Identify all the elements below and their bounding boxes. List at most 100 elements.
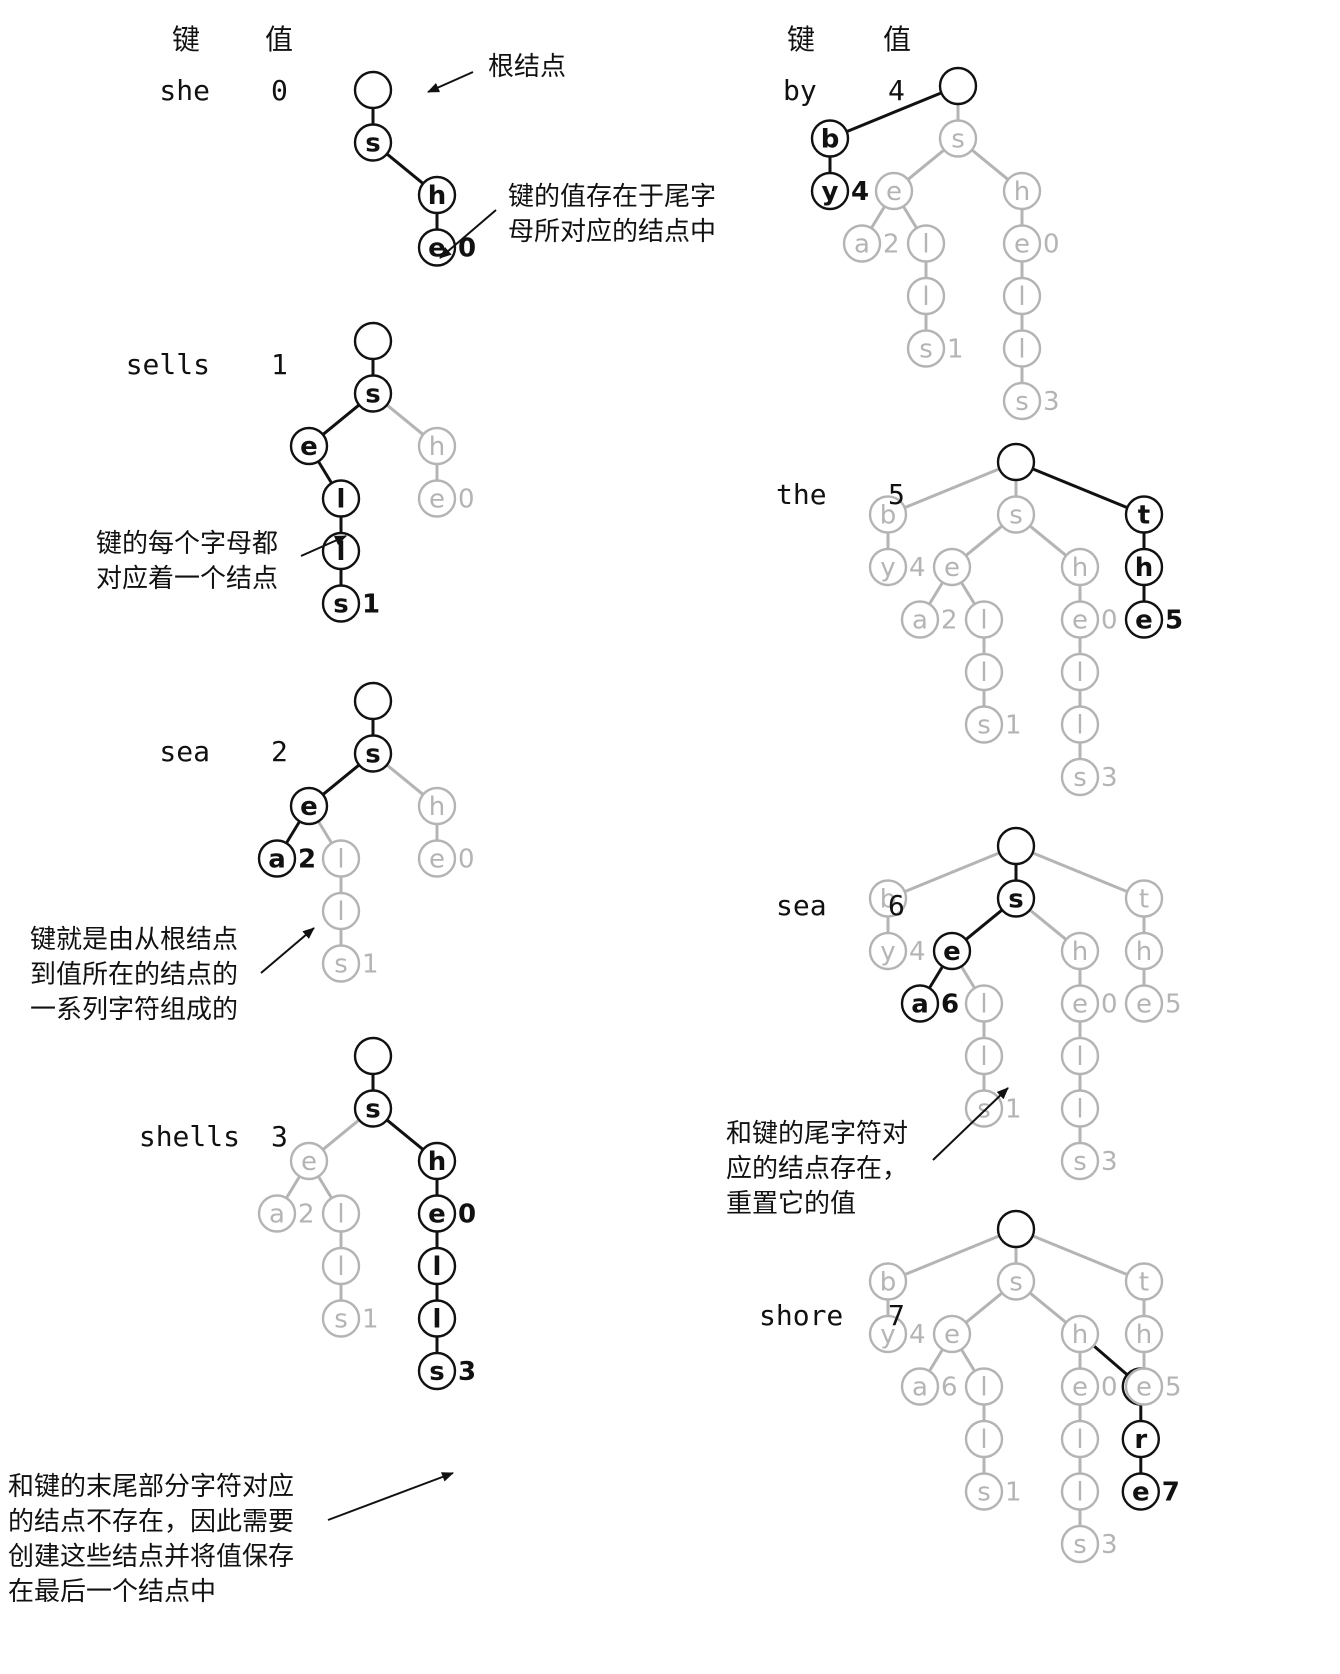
trie-node-letter: l <box>1076 1425 1083 1455</box>
trie-node-s <box>1002 381 1042 421</box>
trie-node-letter: s <box>1073 763 1087 793</box>
trie-node-letter: e <box>944 553 960 583</box>
trie-node-letter: y <box>880 553 895 583</box>
trie-panel-the <box>886 467 1146 759</box>
trie-node-a <box>257 1194 297 1233</box>
trie-edge <box>960 581 976 605</box>
trie-node-letter: e <box>1135 606 1153 636</box>
trie-node-value: 5 <box>1165 1373 1182 1403</box>
trie-node-l <box>321 839 361 878</box>
trie-node-t <box>1124 495 1164 534</box>
trie-node-l <box>321 1194 361 1233</box>
trie-node-s <box>964 705 1004 744</box>
trie-node-e <box>1060 600 1100 639</box>
trie-node-letter: s <box>977 1095 991 1125</box>
trie-node-letter: b <box>880 885 897 915</box>
panel-value: 0 <box>271 74 288 107</box>
trie-node-letter: y <box>822 177 839 207</box>
panel-value: 3 <box>271 1120 288 1153</box>
trie-node-value: 2 <box>298 845 316 875</box>
trie-edge <box>964 908 1004 941</box>
trie-edge <box>960 1348 976 1372</box>
trie-node-letter: h <box>429 432 445 462</box>
panel-value: 7 <box>888 1299 905 1332</box>
trie-node-letter: s <box>977 1478 991 1508</box>
trie-node-letter: l <box>922 230 929 260</box>
trie-node-letter: l <box>1076 711 1083 741</box>
trie-node-value: 2 <box>298 1200 315 1230</box>
trie-node-letter: l <box>337 537 346 567</box>
trie-node-letter: e <box>1072 990 1088 1020</box>
panel-value: 1 <box>271 348 288 381</box>
trie-edge <box>906 148 946 181</box>
trie-node-s <box>964 1089 1004 1128</box>
trie-node-letter: s <box>333 590 348 620</box>
trie-node-value: 1 <box>1005 711 1022 741</box>
trie-node-letter: e <box>1072 1373 1088 1403</box>
panel-key: sells <box>125 348 210 381</box>
trie-node-s <box>417 1351 457 1391</box>
trie-edge <box>928 965 944 989</box>
trie-node-b <box>810 119 850 158</box>
trie-node-s <box>1060 1524 1100 1564</box>
trie-edge <box>970 148 1010 181</box>
trie-node-letter: s <box>1073 1530 1087 1560</box>
trie-node-e <box>932 1314 972 1354</box>
header-key-right: 键 <box>787 23 816 56</box>
trie-node-l <box>417 1299 457 1338</box>
trie-node-l <box>1060 705 1100 744</box>
trie-edge <box>385 763 425 796</box>
trie-edge <box>1028 908 1068 941</box>
trie-node-value: 2 <box>883 230 900 260</box>
trie-node-e <box>289 1141 329 1181</box>
trie-node-value: 4 <box>851 177 869 207</box>
trie-edge <box>385 403 425 436</box>
trie-node-e <box>289 426 329 466</box>
trie-node-e <box>417 839 457 878</box>
trie-node-letter: y <box>880 937 895 967</box>
trie-node-l <box>1060 652 1100 692</box>
trie-node-e <box>932 547 972 587</box>
trie-edge <box>960 965 976 989</box>
header-value-right: 值 <box>883 23 912 56</box>
trie-node-value: 0 <box>1101 990 1118 1020</box>
trie-node-y <box>810 171 850 211</box>
annotation-line: 重置它的值 <box>726 1189 857 1219</box>
trie-root-node <box>996 1209 1036 1249</box>
trie-node-e <box>1124 1367 1164 1406</box>
trie-node-value: 1 <box>362 590 380 620</box>
trie-node-letter: e <box>300 792 318 822</box>
trie-node-letter: l <box>980 990 987 1020</box>
trie-node-letter: l <box>337 897 344 927</box>
trie-node-s <box>353 1089 393 1128</box>
annotation-root: 根结点 <box>488 52 567 82</box>
trie-node-a <box>842 224 882 263</box>
arrow-to-root <box>427 71 474 93</box>
trie-node-letter: s <box>1009 1268 1023 1298</box>
trie-node-value: 2 <box>941 606 958 636</box>
trie-node-letter: e <box>300 432 318 462</box>
trie-node-e <box>1060 984 1100 1023</box>
trie-node-value: 1 <box>1005 1095 1022 1125</box>
trie-node-letter: e <box>886 177 902 207</box>
trie-node-y <box>868 931 908 971</box>
annotation-line: 应的结点存在， <box>726 1154 909 1184</box>
trie-node-letter: b <box>880 1268 897 1298</box>
trie-panel-she <box>371 108 439 230</box>
trie-node-letter: e <box>428 234 446 264</box>
trie-panel-sea <box>886 851 1146 1143</box>
trie-node-letter: a <box>854 230 870 260</box>
panel-key: the <box>776 478 827 511</box>
trie-node-letter: l <box>337 1200 344 1230</box>
trie-node-s <box>321 944 361 983</box>
trie-node-value: 0 <box>458 234 476 264</box>
trie-node-h <box>417 426 457 466</box>
arrow-to-tail-value <box>439 209 497 259</box>
trie-node-value: 4 <box>909 553 926 583</box>
trie-edge <box>321 763 361 796</box>
trie-node-h <box>1124 1314 1164 1354</box>
